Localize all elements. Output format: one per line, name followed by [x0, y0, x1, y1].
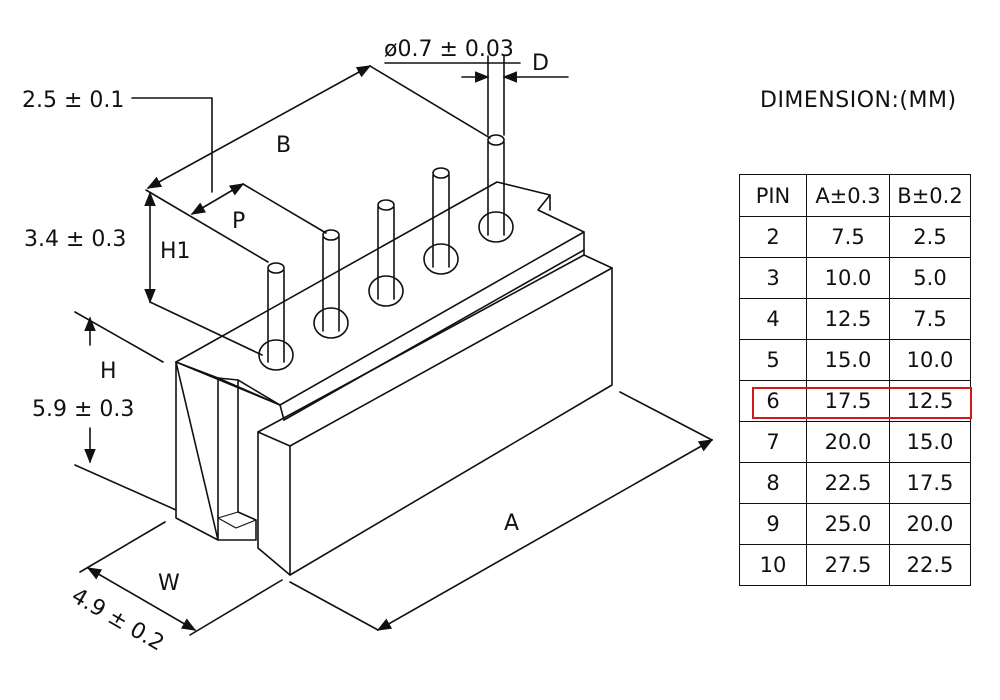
- dimension-table: PIN A±0.3 B±0.2 2 7.5 2.5 3 10.0 5.0 4 1…: [739, 174, 971, 586]
- cell-pin: 6: [739, 380, 807, 422]
- cell-b: 17.5: [889, 462, 971, 504]
- table-row-highlighted: 6 17.5 12.5: [739, 380, 971, 422]
- h1-label: H1: [160, 239, 191, 264]
- header-b: B±0.2: [889, 174, 971, 217]
- pin-1: [258, 262, 294, 371]
- h-label: H: [100, 359, 117, 384]
- pin-3: [368, 199, 404, 307]
- cell-b: 22.5: [889, 544, 971, 586]
- tol-5-9-label: 5.9 ± 0.3: [32, 397, 134, 422]
- pin-diameter-label: ø0.7 ± 0.03: [384, 37, 514, 62]
- cell-pin: 9: [739, 503, 807, 545]
- cell-pin: 7: [739, 421, 807, 463]
- cell-b: 5.0: [889, 257, 971, 299]
- table-row: 7 20.0 15.0: [739, 421, 971, 463]
- cell-a: 25.0: [806, 503, 890, 545]
- table-row: 4 12.5 7.5: [739, 298, 971, 340]
- cell-b: 7.5: [889, 298, 971, 340]
- cell-a: 27.5: [806, 544, 890, 586]
- header-pin: PIN: [739, 174, 807, 217]
- pin-5: [478, 134, 514, 243]
- cell-b: 15.0: [889, 421, 971, 463]
- tol-2-5-label: 2.5 ± 0.1: [22, 88, 124, 113]
- cell-pin: 5: [739, 339, 807, 381]
- d-label: D: [532, 51, 549, 76]
- cell-pin: 8: [739, 462, 807, 504]
- b-label: B: [276, 133, 291, 158]
- tol-4-9-label: 4.9 ± 0.2: [67, 584, 168, 657]
- w-label: W: [158, 571, 180, 596]
- cell-a: 17.5: [806, 380, 890, 422]
- cell-pin: 4: [739, 298, 807, 340]
- p-label: P: [232, 209, 245, 234]
- table-row: 2 7.5 2.5: [739, 216, 971, 258]
- dimension-title: DIMENSION:(MM): [760, 88, 957, 113]
- cell-b: 2.5: [889, 216, 971, 258]
- header-a: A±0.3: [806, 174, 890, 217]
- table-row: 5 15.0 10.0: [739, 339, 971, 381]
- tol-3-4-label: 3.4 ± 0.3: [24, 227, 126, 252]
- table-row: 9 25.0 20.0: [739, 503, 971, 545]
- cell-a: 22.5: [806, 462, 890, 504]
- cell-a: 20.0: [806, 421, 890, 463]
- table-row: 3 10.0 5.0: [739, 257, 971, 299]
- dimension-lines: [74, 55, 714, 636]
- cell-b: 20.0: [889, 503, 971, 545]
- pin-4: [423, 167, 459, 275]
- cell-pin: 10: [739, 544, 807, 586]
- cell-a: 7.5: [806, 216, 890, 258]
- a-label: A: [504, 511, 519, 536]
- pin-2: [313, 229, 349, 339]
- cell-a: 10.0: [806, 257, 890, 299]
- cell-b: 10.0: [889, 339, 971, 381]
- cell-a: 15.0: [806, 339, 890, 381]
- cell-b: 12.5: [889, 380, 971, 422]
- connector-body: [175, 181, 613, 576]
- table-row: 10 27.5 22.5: [739, 544, 971, 586]
- table-row: 8 22.5 17.5: [739, 462, 971, 504]
- pins: [258, 134, 514, 371]
- cell-pin: 3: [739, 257, 807, 299]
- table-header-row: PIN A±0.3 B±0.2: [739, 174, 971, 217]
- cell-pin: 2: [739, 216, 807, 258]
- cell-a: 12.5: [806, 298, 890, 340]
